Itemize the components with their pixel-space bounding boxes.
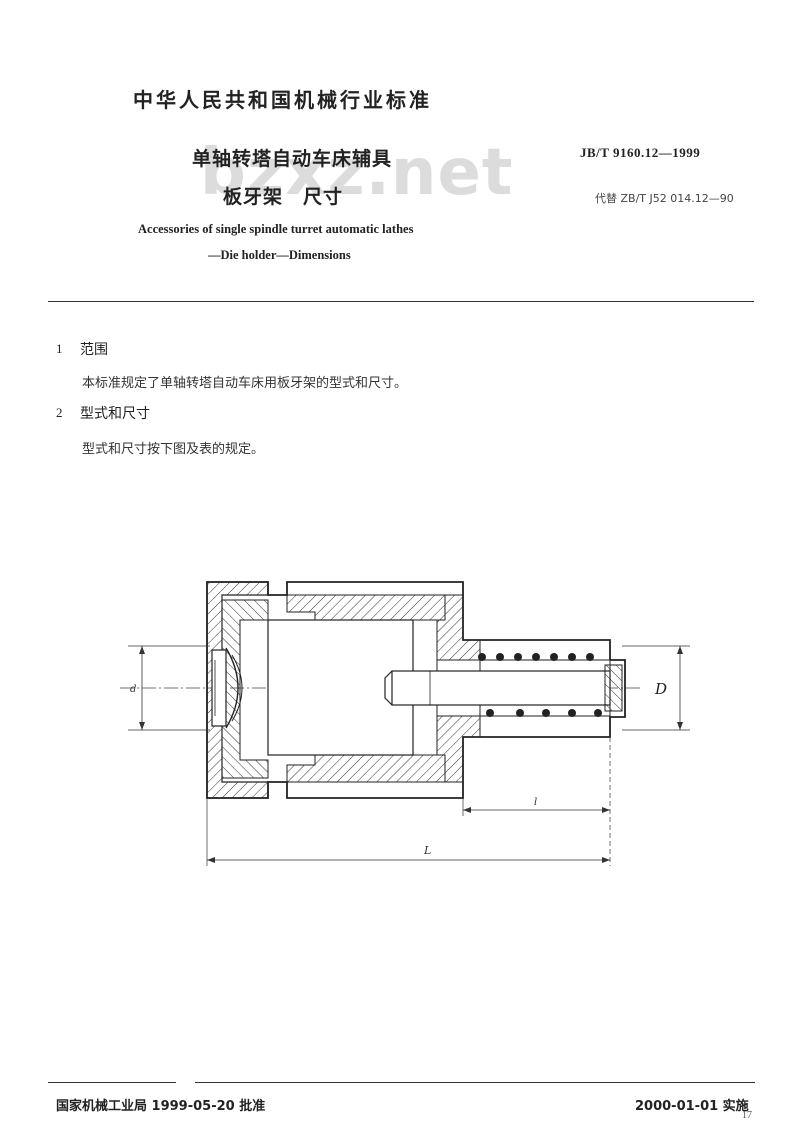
section-1-title: 范围 xyxy=(80,342,108,358)
section-2-number: 2 xyxy=(56,405,63,420)
implementation-date: 2000-01-01 实施 xyxy=(635,1099,749,1114)
document-title-line2: 板牙架 尺寸 xyxy=(223,186,344,208)
header-rule xyxy=(48,301,754,302)
english-title-line2: —Die holder—Dimensions xyxy=(208,248,351,262)
dim-D-label: D xyxy=(654,680,667,698)
footer-rule-right xyxy=(195,1082,755,1083)
organization-heading: 中华人民共和国机械行业标准 xyxy=(133,88,432,112)
approval-info: 国家机械工业局 1999-05-20 批准 xyxy=(56,1099,266,1114)
watermark: bzxz.net xyxy=(200,136,514,210)
dim-L-label: L xyxy=(423,844,431,857)
dim-l-label: l xyxy=(534,797,537,808)
page-number: 17 xyxy=(742,1110,752,1121)
section-2-body: 型式和尺寸按下图及表的规定。 xyxy=(82,442,265,457)
english-title-line1: Accessories of single spindle turret aut… xyxy=(138,222,414,236)
section-2-title: 型式和尺寸 xyxy=(80,406,150,422)
footer-rule-left xyxy=(48,1082,176,1083)
section-1-body: 本标准规定了单轴转塔自动车床用板牙架的型式和尺寸。 xyxy=(82,376,408,391)
standard-number: JB/T 9160.12—1999 xyxy=(580,145,701,160)
dim-d-label: d xyxy=(130,684,136,695)
die-holder-drawing: d D l L xyxy=(120,581,690,866)
section-1-number: 1 xyxy=(56,341,63,356)
replaces-standard: 代替 ZB/T J52 014.12—90 xyxy=(595,192,734,205)
document-title-line1: 单轴转塔自动车床辅具 xyxy=(192,148,393,170)
